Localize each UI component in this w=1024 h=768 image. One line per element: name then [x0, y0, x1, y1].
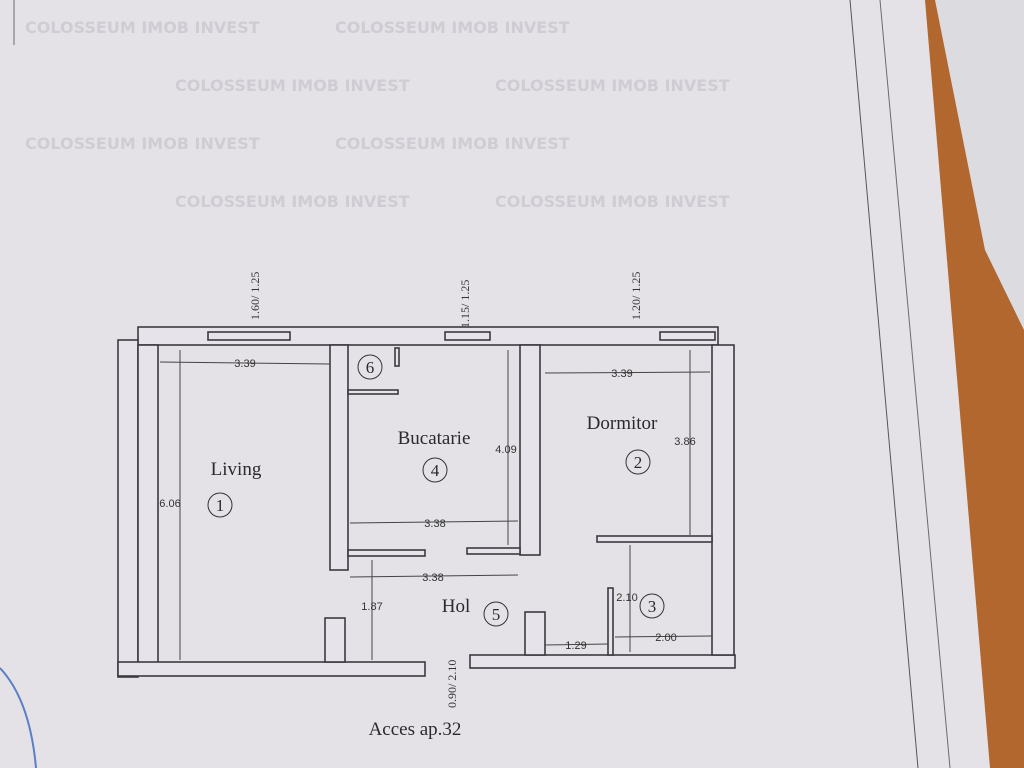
window-bedroom — [659, 331, 716, 341]
watermark-text: COLOSSEUM IMOB INVEST — [335, 18, 570, 37]
room-label-kitchen: Bucatarie — [398, 428, 471, 449]
room-number-1: 1 — [207, 492, 233, 518]
watermark-text: COLOSSEUM IMOB INVEST — [25, 134, 260, 153]
room-number-6: 6 — [357, 354, 383, 380]
dim-kitchen-width-bottom: 3.38 — [422, 572, 443, 584]
svg-text:4: 4 — [431, 461, 440, 480]
bottom-right-wall — [469, 654, 736, 669]
dim-living-length: 6.06 — [159, 498, 180, 510]
watermark-text: COLOSSEUM IMOB INVEST — [495, 76, 730, 95]
hall-stub-left — [324, 617, 346, 663]
svg-text:6: 6 — [366, 358, 375, 377]
kitchen-shelf — [347, 389, 399, 395]
room-label-hall: Hol — [442, 596, 471, 617]
paper-border-line — [879, 0, 951, 768]
dim-bedroom-width: 3.39 — [611, 368, 632, 380]
dim-bedroom-length: 3.86 — [674, 436, 695, 448]
dim-kitchen-width-top: 3.38 — [424, 518, 445, 530]
left-wall — [137, 344, 159, 666]
dimension-values: 3.39 6.06 3.38 3.38 4.09 3.39 3.86 1.87 … — [159, 358, 695, 652]
watermark-text: COLOSSEUM IMOB INVEST — [175, 192, 410, 211]
dim-bath-length: 2.10 — [616, 592, 637, 604]
hall-stub-right — [524, 611, 546, 656]
dim-hall-length: 1.87 — [361, 601, 382, 613]
room-number-5: 5 — [483, 601, 509, 627]
watermark-text: COLOSSEUM IMOB INVEST — [175, 76, 410, 95]
room-number-2: 2 — [625, 449, 651, 475]
outer-left-wall — [117, 339, 139, 678]
dimension-lines — [159, 350, 713, 660]
dim-living-width: 3.39 — [234, 358, 255, 370]
svg-text:1: 1 — [216, 496, 225, 515]
watermark-text: COLOSSEUM IMOB INVEST — [25, 18, 260, 37]
watermark-text: COLOSSEUM IMOB INVEST — [335, 134, 570, 153]
window-bedroom-size: 1.20/ 1.25 — [629, 272, 643, 320]
right-wall — [711, 344, 735, 656]
watermark-layer: COLOSSEUM IMOB INVEST COLOSSEUM IMOB INVE… — [25, 18, 730, 211]
entrance-door-size: 0.90/ 2.10 — [445, 660, 459, 708]
bath-wall — [607, 587, 614, 656]
partition-kitchen-bedroom — [519, 344, 541, 556]
kitchen-wall-left — [347, 549, 426, 557]
kitchen-wall-right — [466, 547, 521, 555]
room-number-3: 3 — [639, 593, 665, 619]
watermark-text: COLOSSEUM IMOB INVEST — [495, 192, 730, 211]
room-label-living: Living — [211, 459, 262, 480]
partition-living-kitchen — [329, 344, 349, 571]
walls — [117, 326, 736, 678]
bedroom-bottom-wall — [596, 535, 713, 543]
kitchen-vent — [394, 347, 400, 367]
paper-under — [935, 0, 1024, 330]
window-living — [207, 331, 291, 341]
room-number-4: 4 — [422, 457, 448, 483]
bottom-left-wall — [117, 661, 426, 677]
window-kitchen-size: 1.15/ 1.25 — [458, 280, 472, 328]
window-kitchen — [444, 331, 491, 341]
svg-text:2: 2 — [634, 453, 643, 472]
svg-text:3: 3 — [648, 597, 657, 616]
svg-text:5: 5 — [492, 605, 501, 624]
dim-bath-width: 2.00 — [655, 632, 676, 644]
window-living-size: 1.60/ 1.25 — [248, 272, 262, 320]
access-caption: Acces ap.32 — [369, 719, 462, 740]
stamp-seal — [0, 667, 37, 768]
paper-border-line — [849, 0, 919, 768]
dim-hall-bath-width: 1.29 — [565, 640, 586, 652]
dim-kitchen-length: 4.09 — [495, 444, 516, 456]
room-label-bedroom: Dormitor — [587, 413, 658, 434]
